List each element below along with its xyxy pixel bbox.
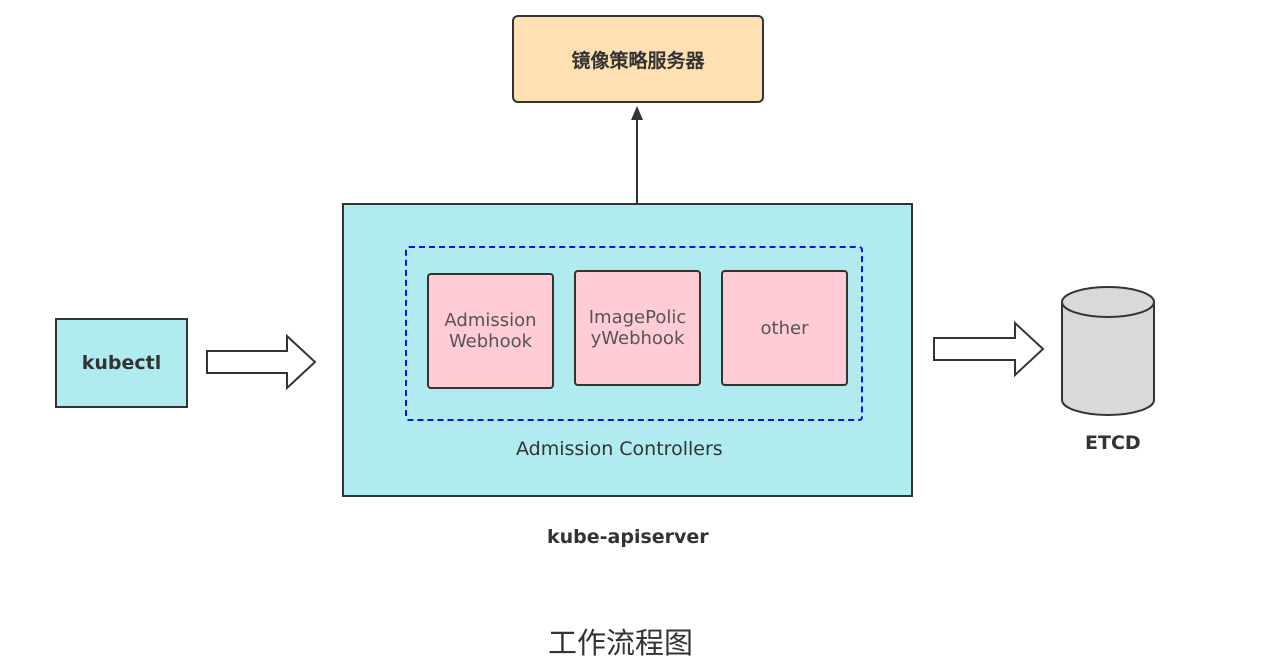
other-plugin-box: other (721, 270, 848, 386)
etcd-label: ETCD (1085, 432, 1141, 454)
other-plugin-label: other (760, 317, 809, 339)
admission-controllers-label: Admission Controllers (516, 438, 723, 460)
etcd-cylinder (1061, 286, 1155, 416)
kube-apiserver-label: kube-apiserver (547, 526, 709, 548)
image-policy-server-box: 镜像策略服务器 (512, 15, 764, 103)
figure-caption: 工作流程图 (547, 626, 693, 660)
imagepolicy-webhook-label: ImagePolic yWebhook (589, 307, 687, 349)
kubectl-to-apiserver-arrow (206, 333, 317, 391)
admission-webhook-box: Admission Webhook (427, 273, 554, 389)
admission-webhook-label-line1: Admission (444, 310, 537, 331)
imagepolicy-webhook-box: ImagePolic yWebhook (574, 270, 701, 386)
admission-controllers-group (405, 246, 863, 421)
image-policy-server-label: 镜像策略服务器 (571, 49, 705, 72)
admission-webhook-label: Admission Webhook (444, 310, 536, 352)
imagepolicy-webhook-label-line1: ImagePolic (588, 307, 687, 328)
policy-request-arrowhead (631, 106, 643, 120)
kubectl-box: kubectl (55, 318, 188, 408)
apiserver-to-etcd-arrow (933, 320, 1045, 378)
admission-webhook-label-line2: Webhook (448, 331, 533, 352)
imagepolicy-webhook-label-line2: yWebhook (590, 328, 685, 349)
kubectl-label: kubectl (81, 352, 162, 374)
